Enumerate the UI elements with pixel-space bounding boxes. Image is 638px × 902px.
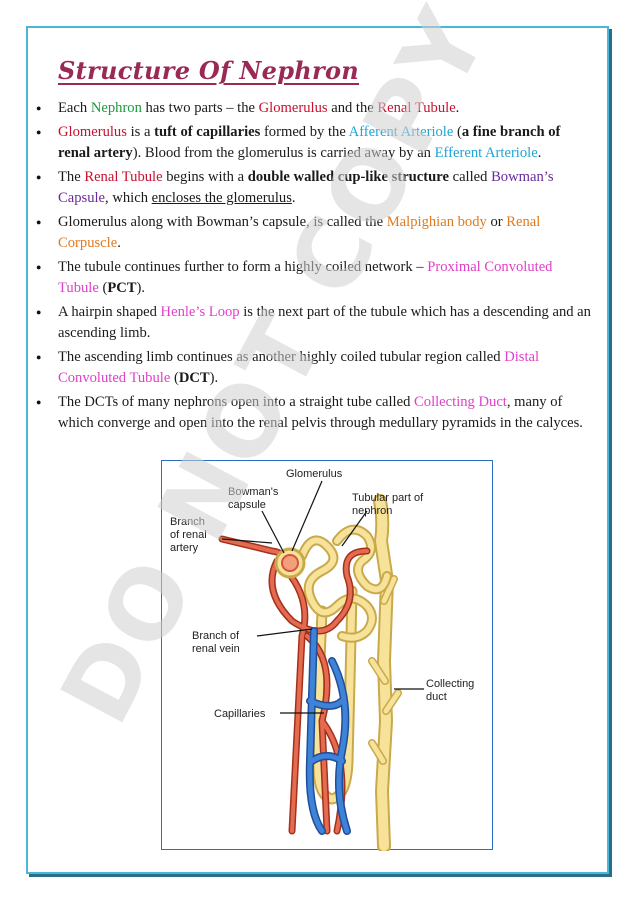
bullet-text: is the next part of the tubule which has… [58,303,591,342]
highlight-term: Malpighian body [386,213,487,230]
bullet-text: tuft of capillaries [154,123,261,140]
bullet-text: The tubule continues further to form a h… [58,258,428,275]
bullet-item: Glomerulus is a tuft of capillaries form… [36,122,596,165]
bullet-text: called [448,168,492,185]
convoluted-tubules [297,524,392,643]
bullet-text: The DCTs of many nephrons open into a st… [58,393,415,410]
highlight-term: Renal Tubule [377,100,456,116]
bullet-item: A hairpin shaped Henle’s Loop is the nex… [36,302,596,345]
highlight-term: Nephron [90,100,142,116]
bullet-text: , which [105,190,152,206]
bullet-text: DCT [178,370,210,386]
label-duct-2: duct [426,691,447,703]
bullet-text: . [537,145,542,161]
bullet-text: ). [136,280,146,296]
bullet-text: formed by the [260,123,349,140]
highlight-term: Afferent Arteriole [348,123,454,140]
bullet-text: ( [98,280,108,296]
highlight-term: Glomerulus [58,123,127,140]
highlight-term: Renal Tubule [84,168,163,185]
bullet-text: has two parts – the [141,100,259,116]
label-duct-1: Collecting [426,678,474,690]
label-tubular-1: Tubular part of [352,492,424,504]
label-bowmans-1: Bowman's [228,486,279,498]
bullet-text: PCT [107,280,137,296]
nephron-illustration: Glomerulus Bowman's capsule Tubular part… [170,468,474,851]
bullet-text: encloses the glomerulus [151,190,292,206]
bullet-text: or [486,213,507,230]
label-tubular-2: nephron [352,505,392,517]
nephron-diagram: Glomerulus Bowman's capsule Tubular part… [161,460,493,851]
bullet-text: is a [126,123,155,140]
bullet-item: Each Nephron has two parts – the Glomeru… [36,98,596,120]
bullet-item: Glomerulus along with Bowman’s capsule, … [36,212,596,255]
highlight-term: Distal Convoluted Tubule [58,348,540,387]
label-vein-2: renal vein [192,643,240,655]
bullet-text: The ascending limb continues as another … [58,348,505,365]
bullet-text: ( [453,123,462,140]
bullet-text: a fine branch of renal artery [58,123,561,162]
bullet-item: The DCTs of many nephrons open into a st… [36,392,596,435]
bullet-text: . [117,235,121,251]
label-pointers [221,480,424,714]
bullet-text: , many of which converge and open into t… [58,393,583,432]
highlight-term: Efferent Arteriole [434,145,538,161]
label-artery-3: artery [170,542,199,554]
highlight-term: Henle’s Loop [160,303,240,320]
label-vein-1: Branch of [192,630,240,642]
bullet-text: begins with a [162,168,248,185]
bullet-text: The [58,168,85,185]
highlight-term: Bowman’s Capsule [58,168,554,207]
highlight-term: Renal Corpuscle [58,213,541,252]
bullet-item: The tubule continues further to form a h… [36,257,596,300]
bullet-list: Each Nephron has two parts – the Glomeru… [36,98,596,437]
page-title: Structure Of Nephron [58,56,360,85]
venous-capillaries [305,627,351,835]
page-border [26,26,609,874]
bullet-text: A hairpin shaped [58,303,161,320]
bullet-item: The Renal Tubule begins with a double wa… [36,167,596,210]
highlight-term: Collecting Duct [414,393,507,410]
highlight-term: Glomerulus [258,100,328,116]
highlight-term: Proximal Convoluted Tubule [58,258,553,297]
label-glomerulus: Glomerulus [286,468,343,480]
bullet-text: . [291,190,296,206]
bullet-text: ). Blood from the glomerulus is carried … [132,145,435,161]
bullet-text: . [455,100,460,116]
label-bowmans-2: capsule [228,499,266,511]
bullet-text: and the [327,100,378,116]
bullet-text: Each [58,100,91,116]
bullet-text: ). [209,370,219,386]
label-artery-2: of renal [170,529,207,541]
bullet-text: double walled cup-like structure [247,168,449,185]
glomerulus [281,554,299,572]
bullet-text: Glomerulus along with Bowman’s capsule, … [58,213,387,230]
label-capillaries: Capillaries [214,708,266,720]
bullet-item: The ascending limb continues as another … [36,347,596,390]
label-artery-1: Branch [170,516,205,528]
bullet-text: ( [170,370,179,386]
